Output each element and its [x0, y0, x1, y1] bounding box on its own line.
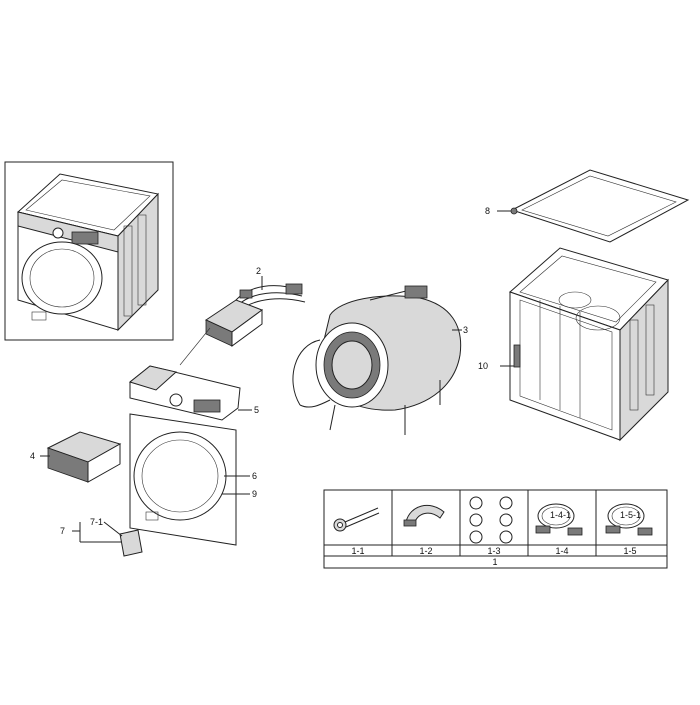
callout-3: 3	[463, 325, 468, 335]
detergent-drawer-part	[40, 431, 122, 483]
callout-4: 4	[30, 451, 35, 461]
wrench-icon	[333, 507, 380, 532]
water-hose-icon	[605, 503, 653, 536]
callout-7-1: 7-1	[90, 517, 103, 527]
caption-1-2: 1-2	[419, 546, 432, 556]
caption-1-5: 1-5	[623, 546, 636, 556]
control-board-part	[179, 299, 264, 366]
service-cover-part	[72, 521, 143, 557]
callout-2: 2	[256, 266, 261, 276]
callout-8: 8	[485, 206, 490, 216]
caption-1-3: 1-3	[487, 546, 500, 556]
callout-5: 5	[254, 405, 259, 415]
accessory-table: 1-4-1 1-5-1 1-1 1-2 1-3 1-4 1-5 1	[323, 489, 668, 569]
label-1-5-1: 1-5-1	[620, 510, 641, 520]
table-total-label: 1	[492, 557, 497, 567]
cabinet-frame-part	[500, 247, 669, 442]
caption-1-4: 1-4	[555, 546, 568, 556]
callout-7: 7	[60, 526, 65, 536]
assembled-washer-inset	[4, 161, 174, 341]
front-panel-part	[129, 413, 250, 546]
top-cover-part	[497, 169, 690, 243]
caption-1-1: 1-1	[351, 546, 364, 556]
callout-9: 9	[252, 489, 257, 499]
control-panel-part	[128, 365, 252, 421]
callout-6: 6	[252, 471, 257, 481]
callout-10: 10	[478, 361, 488, 371]
label-1-4-1: 1-4-1	[550, 510, 571, 520]
caps-icon	[469, 496, 513, 544]
water-hose-icon	[535, 503, 583, 536]
tub-assembly-part	[292, 285, 462, 435]
hose-guide-icon	[403, 504, 445, 527]
